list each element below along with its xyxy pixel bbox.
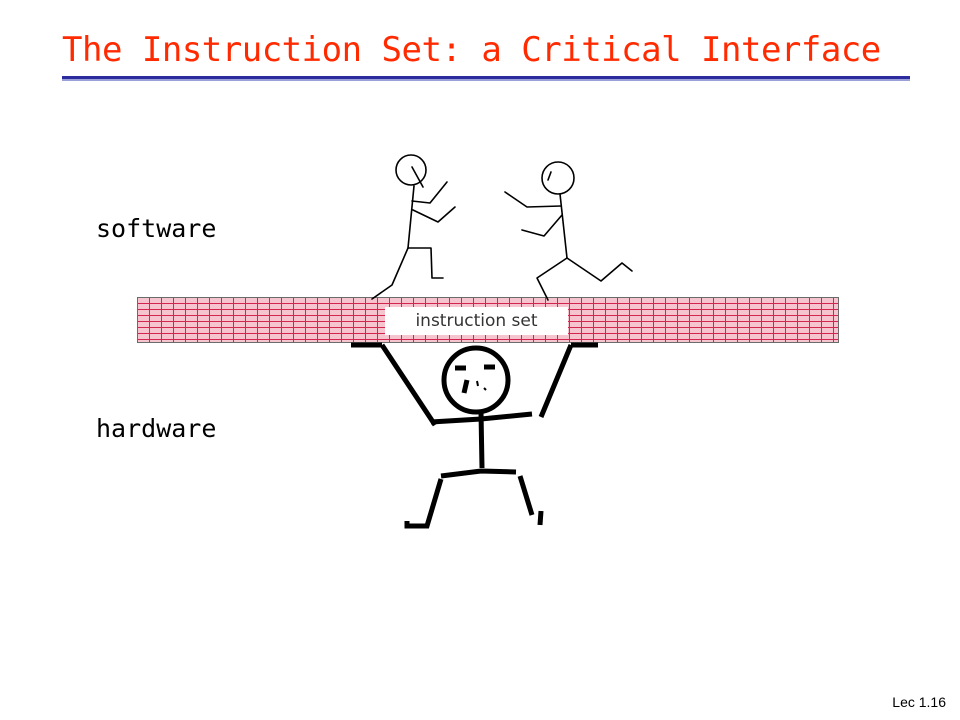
leg-back bbox=[566, 257, 633, 282]
left-arm bbox=[351, 342, 438, 427]
arm-upper bbox=[411, 181, 448, 204]
right-leg bbox=[517, 475, 544, 526]
hips bbox=[440, 468, 517, 479]
shoulders bbox=[430, 411, 533, 425]
stick-figure-software-right bbox=[504, 161, 633, 301]
head bbox=[441, 345, 511, 415]
stick-figure-hardware bbox=[351, 342, 598, 529]
right-arm bbox=[538, 342, 598, 418]
face-mark bbox=[547, 171, 552, 181]
software-label: software bbox=[96, 214, 217, 243]
leg-back bbox=[407, 247, 444, 279]
nose-marks bbox=[476, 380, 487, 391]
title-underline bbox=[62, 76, 910, 81]
slide-title: The Instruction Set: a Critical Interfac… bbox=[62, 30, 881, 70]
head bbox=[395, 154, 427, 186]
neck bbox=[411, 166, 424, 188]
instruction-set-label: instruction set bbox=[385, 307, 568, 335]
head bbox=[541, 161, 575, 195]
mouth bbox=[461, 379, 470, 394]
leg-front bbox=[536, 257, 568, 301]
arm-lower bbox=[412, 206, 456, 223]
torso bbox=[559, 193, 568, 259]
leg-front bbox=[371, 247, 409, 300]
arm-lower bbox=[521, 214, 563, 237]
hardware-label: hardware bbox=[96, 414, 217, 443]
arm-upper bbox=[504, 191, 562, 208]
lecture-slide-number: Lec 1.16 bbox=[892, 694, 946, 710]
torso bbox=[407, 185, 415, 249]
left-leg bbox=[404, 478, 444, 529]
stick-figure-software-left bbox=[371, 154, 456, 300]
